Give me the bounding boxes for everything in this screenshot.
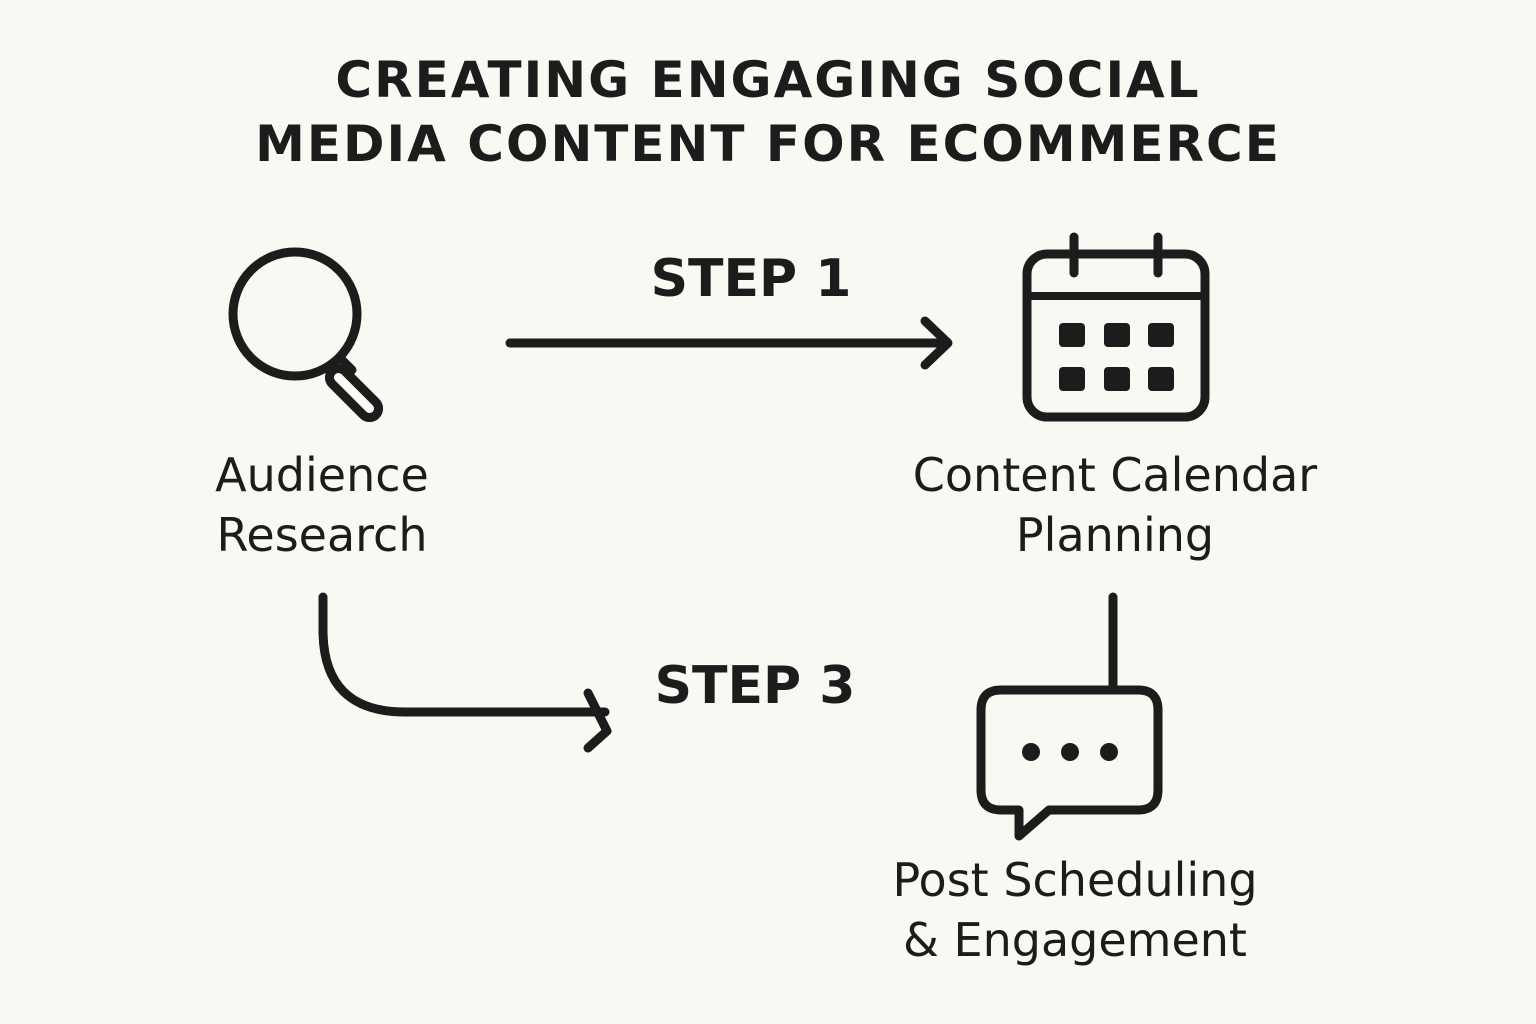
step3-arrowhead <box>583 688 612 753</box>
calendar-day <box>1104 323 1130 347</box>
chat-bubble-outline <box>976 685 1163 841</box>
title-line-2: MEDIA CONTENT FOR ECOMMERCE <box>255 115 1281 173</box>
calendar-day <box>1059 323 1085 347</box>
post-scheduling-label: Post Scheduling & Engagement <box>850 850 1300 970</box>
title-line-1: CREATING ENGAGING SOCIAL <box>335 51 1201 109</box>
content-calendar-label: Content Calendar Planning <box>870 445 1360 565</box>
calendar-frame <box>1022 249 1210 422</box>
calendar-day <box>1104 367 1130 391</box>
magnifier-lens <box>228 247 362 381</box>
step3-label: STEP 3 <box>654 656 856 716</box>
post-label-line-1: Post Scheduling <box>892 853 1258 907</box>
magnifying-glass-icon <box>228 247 384 423</box>
calendar-day <box>1148 323 1174 347</box>
audience-label-line-1: Audience <box>215 448 429 502</box>
chat-dot <box>1061 743 1079 761</box>
magnifier-neck <box>335 353 357 375</box>
chat-dot <box>1022 743 1040 761</box>
chat-bubble-icon <box>976 685 1163 841</box>
step3-arrow <box>318 592 612 753</box>
step3-arrow-curve <box>318 592 610 717</box>
step1-arrowhead <box>920 316 953 370</box>
magnifier-handle <box>324 363 384 423</box>
audience-research-label: Audience Research <box>160 445 484 565</box>
calendar-icon <box>1022 232 1210 422</box>
chat-dot <box>1100 743 1118 761</box>
calendar-label-line-2: Planning <box>1015 508 1215 562</box>
post-label-line-2: & Engagement <box>903 913 1247 967</box>
calendar-day <box>1148 367 1174 391</box>
step1-arrow <box>505 316 953 370</box>
calendar-label-line-1: Content Calendar <box>912 448 1318 502</box>
calendar-day <box>1059 367 1085 391</box>
step1-label: STEP 1 <box>650 249 852 309</box>
audience-label-line-2: Research <box>216 508 428 562</box>
